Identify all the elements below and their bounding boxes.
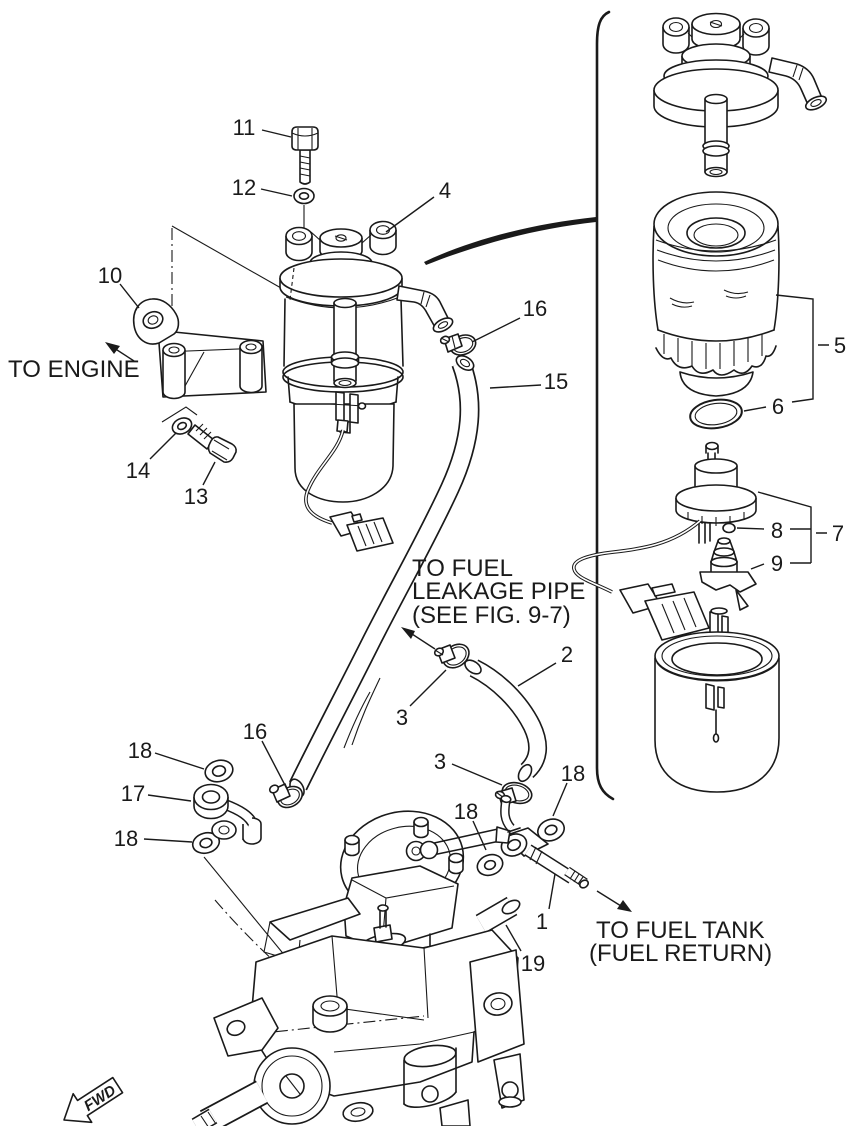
detail-cup — [654, 607, 780, 793]
callout-18-c: 18 — [552, 761, 585, 817]
callout-label: 17 — [121, 781, 145, 806]
callout-9: 9 — [750, 551, 811, 576]
callout-11: 11 — [233, 115, 292, 140]
to-engine-arrow — [105, 342, 120, 354]
callout-label: 19 — [521, 951, 545, 976]
callout-1: 1 — [536, 873, 556, 934]
washer-18-c — [537, 818, 565, 842]
detail-cartridge-5 — [652, 191, 780, 397]
callout-15: 15 — [489, 369, 568, 394]
fuel-tank-label-2: (FUEL RETURN) — [589, 940, 772, 967]
callout-17: 17 — [121, 781, 192, 806]
fuel-leakage-annotation: TO FUEL LEAKAGE PIPE (SEE FIG. 9-7) — [401, 555, 585, 650]
to-engine-annotation: TO ENGINE — [8, 342, 140, 383]
filter-assembly-4 — [279, 220, 454, 552]
washer-18-d — [476, 853, 504, 877]
annotations: TO ENGINE TO FUEL LEAKAGE PIPE (SEE FIG.… — [8, 342, 772, 967]
callout-label: 18 — [561, 761, 585, 786]
detail-drain-plug-9 — [699, 537, 757, 611]
callout-label: 15 — [544, 369, 568, 394]
callout-label: 18 — [128, 738, 152, 763]
callout-4: 4 — [385, 178, 451, 233]
callout-label: 14 — [126, 458, 150, 483]
callout-label: 10 — [98, 263, 122, 288]
callout-label: 8 — [771, 518, 783, 543]
callout-18-a: 18 — [128, 738, 205, 770]
callout-19: 19 — [505, 924, 545, 976]
bracket-10 — [132, 298, 267, 400]
bolt-11 — [291, 126, 319, 185]
callout-14: 14 — [126, 432, 177, 483]
hose-clamp-16-a — [439, 333, 477, 356]
callout-6: 6 — [743, 394, 784, 419]
callout-3-b: 3 — [434, 749, 503, 786]
callout-13: 13 — [184, 461, 216, 509]
callout-label: 13 — [184, 484, 208, 509]
washer-12 — [293, 187, 315, 205]
injection-pump — [191, 810, 525, 1126]
callout-label: 3 — [396, 705, 408, 730]
callout-5: 5 — [775, 294, 846, 403]
leakage-label-2: LEAKAGE PIPE — [412, 578, 585, 605]
callout-18-d: 18 — [454, 799, 487, 851]
detail-sensor-7 — [572, 441, 757, 641]
detail-callout-swoosh — [424, 217, 596, 265]
callout-label: 2 — [561, 642, 573, 667]
fwd-badge: FWD — [63, 1076, 124, 1124]
fuel-tank-annotation: TO FUEL TANK (FUEL RETURN) — [589, 890, 772, 967]
callout-label: 5 — [834, 333, 846, 358]
to-engine-label: TO ENGINE — [8, 356, 140, 383]
callout-7: 7 — [757, 491, 844, 563]
leakage-arrow — [401, 627, 415, 639]
callout-label: 18 — [454, 799, 478, 824]
detail-oring-8 — [722, 522, 736, 534]
hose-clamp-3-a — [433, 643, 470, 669]
callout-label: 7 — [832, 521, 844, 546]
leakage-label-3: (SEE FIG. 9-7) — [412, 602, 571, 629]
callout-8: 8 — [736, 518, 811, 543]
callout-12: 12 — [232, 175, 293, 200]
callout-label: 9 — [771, 551, 783, 576]
pin-19 — [475, 896, 521, 934]
callout-label: 4 — [439, 178, 451, 203]
washer-14 — [171, 417, 193, 435]
hose-clamp-16-b — [268, 783, 304, 809]
callout-10: 10 — [98, 263, 140, 309]
callout-16-a: 16 — [471, 296, 547, 343]
bolt-13 — [187, 423, 237, 463]
fuel-tank-label-1: TO FUEL TANK — [596, 917, 764, 944]
hose-clamp-3-b — [494, 781, 533, 806]
callout-label: 18 — [114, 826, 138, 851]
detail-filter-head — [653, 12, 828, 178]
callout-2: 2 — [517, 642, 573, 687]
washer-18-b — [191, 831, 221, 855]
callout-label: 11 — [233, 115, 256, 140]
washer-18-a — [204, 759, 234, 783]
callout-label: 16 — [523, 296, 547, 321]
callout-3-a: 3 — [396, 669, 447, 730]
callout-label: 12 — [232, 175, 256, 200]
hose-2 — [464, 659, 548, 783]
callouts: 11 12 4 10 16 15 14 13 5 6 8 7 9 2 3 16 … — [98, 115, 846, 976]
callout-label: 6 — [772, 394, 784, 419]
panel-divider — [424, 10, 615, 801]
fuel-tank-arrow — [617, 900, 632, 912]
callout-label: 16 — [243, 719, 267, 744]
callout-16-b: 16 — [243, 719, 288, 790]
callout-label: 3 — [434, 749, 446, 774]
callout-18-b: 18 — [114, 826, 193, 851]
return-pipe-1 — [500, 794, 589, 889]
detail-oring-6 — [689, 398, 743, 430]
leakage-label-1: TO FUEL — [412, 555, 513, 582]
callout-label: 1 — [536, 909, 548, 934]
